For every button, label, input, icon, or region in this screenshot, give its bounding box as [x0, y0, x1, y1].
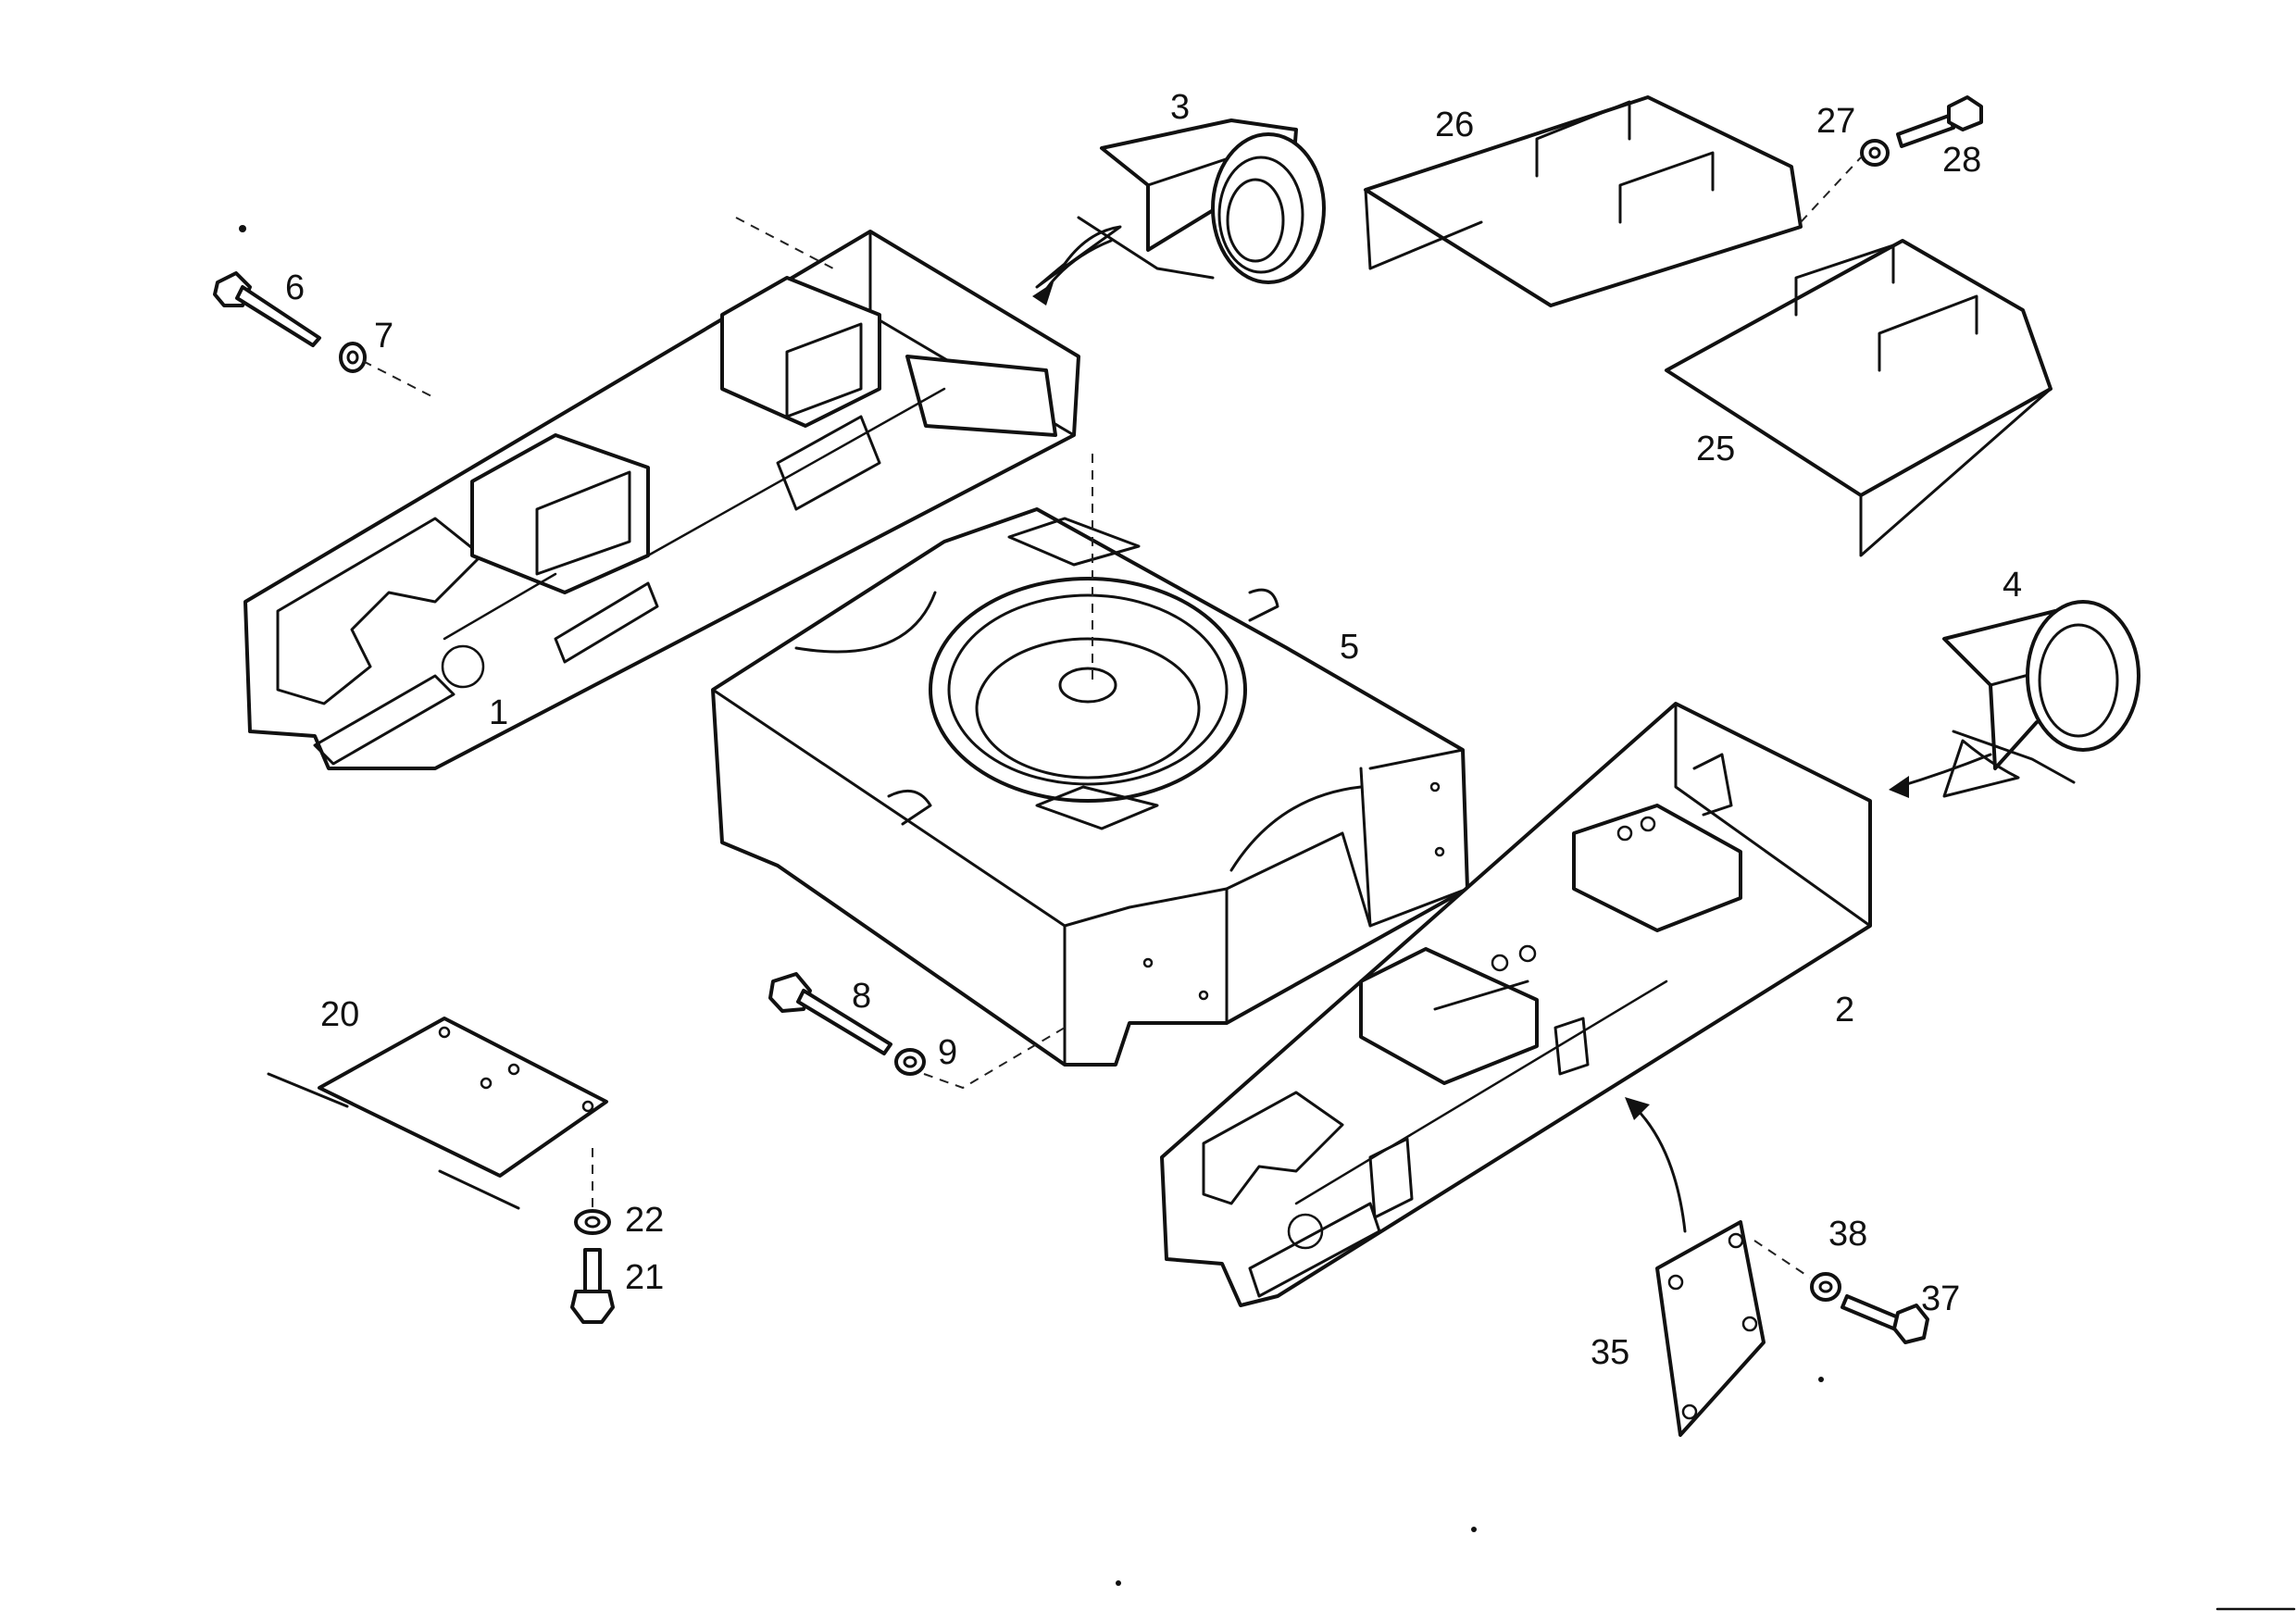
callout-7: 7 [374, 317, 393, 356]
callout-35: 35 [1591, 1333, 1629, 1372]
callout-9: 9 [938, 1033, 957, 1072]
callout-26: 26 [1435, 106, 1474, 144]
bolt-21 [570, 1248, 615, 1324]
assembly-arrows [1032, 239, 1992, 1233]
left-drive-mount [1035, 119, 1326, 289]
callout-20: 20 [320, 995, 359, 1034]
cover-plate-26 [1364, 95, 1803, 307]
callout-6: 6 [285, 268, 305, 307]
callout-38: 38 [1828, 1215, 1867, 1254]
bolt-6 [213, 271, 321, 347]
access-plate-35 [1655, 1220, 1766, 1437]
washer-27 [1860, 139, 1890, 167]
mounting-plate-20 [267, 1017, 608, 1210]
callout-1: 1 [489, 693, 508, 732]
callout-27: 27 [1816, 102, 1855, 141]
assembly-lines [362, 156, 1862, 1279]
right-drive-mount [1942, 600, 2140, 798]
center-car-body [711, 507, 1469, 1067]
bolt-37 [1841, 1294, 1929, 1344]
bolt-8 [768, 972, 892, 1055]
callout-37: 37 [1921, 1279, 1960, 1318]
bolt-28 [1896, 95, 1983, 148]
callout-28: 28 [1942, 141, 1981, 180]
cover-plate-25 [1665, 239, 2053, 557]
washer-22 [574, 1209, 611, 1235]
print-marks [239, 225, 2296, 1611]
callout-3: 3 [1170, 88, 1190, 127]
callout-25: 25 [1696, 430, 1735, 468]
callout-labels: 1 2 3 4 5 6 7 8 9 20 21 22 25 26 27 28 3… [285, 88, 2022, 1372]
right-track-frame [1160, 702, 1872, 1307]
callout-21: 21 [625, 1258, 664, 1297]
left-track-frame [243, 230, 1080, 770]
callout-8: 8 [852, 977, 871, 1016]
callout-4: 4 [2003, 566, 2022, 605]
callout-22: 22 [625, 1201, 664, 1240]
callout-5: 5 [1340, 628, 1359, 667]
washer-7 [339, 342, 367, 373]
washer-38 [1810, 1272, 1841, 1302]
washer-9 [894, 1048, 926, 1076]
callout-2: 2 [1835, 991, 1854, 1029]
